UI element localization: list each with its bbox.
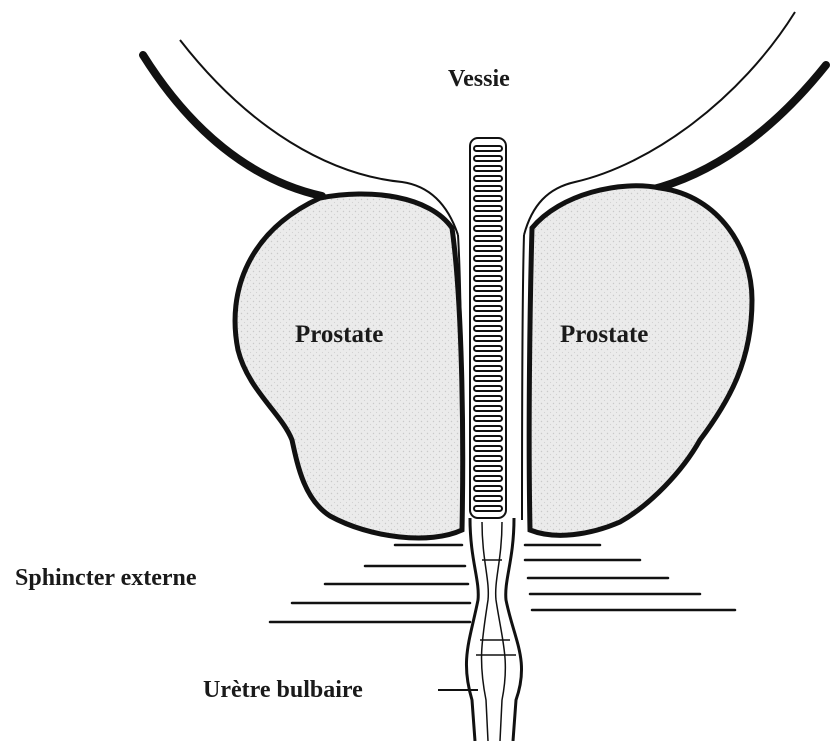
urethra-ring [474, 236, 502, 241]
urethra-ring [474, 206, 502, 211]
urethra-ring [474, 426, 502, 431]
urethra-ring [474, 266, 502, 271]
urethra-ring [474, 296, 502, 301]
urethra-ring [474, 416, 502, 421]
urethra-ring [474, 376, 502, 381]
urethra-ring [474, 186, 502, 191]
urethra-ring [474, 336, 502, 341]
label-external-sphincter: Sphincter externe [15, 565, 197, 591]
prostatic-urethra [470, 138, 506, 518]
urethra-ring [474, 256, 502, 261]
urethra-ring [474, 276, 502, 281]
urethra-ring [474, 346, 502, 351]
urethra-ring [474, 196, 502, 201]
bulbar-urethra [466, 518, 521, 741]
urethra-ring [474, 216, 502, 221]
urethra-ring [474, 456, 502, 461]
urethra-ring [474, 466, 502, 471]
label-prostate-right: Prostate [560, 321, 648, 348]
urethra-ring [474, 396, 502, 401]
urethra-ring [474, 146, 502, 151]
prostate-right-lobe [529, 186, 752, 535]
urethra-ring [474, 176, 502, 181]
urethra-ring [474, 316, 502, 321]
urethra-ring [474, 246, 502, 251]
urethra-ring [474, 476, 502, 481]
urethra-ring [474, 506, 502, 511]
prostate-left-lobe [235, 194, 463, 538]
urethra-ring [474, 166, 502, 171]
label-bulbar-urethra: Urètre bulbaire [203, 677, 363, 703]
urethra-ring [474, 436, 502, 441]
urethra-ring [474, 306, 502, 311]
urethra-lining [458, 235, 524, 520]
urethra-ring [474, 286, 502, 291]
urethra-ring [474, 496, 502, 501]
urethra-ring [474, 356, 502, 361]
urethra-ring [474, 446, 502, 451]
urethra-ring [474, 406, 502, 411]
external-sphincter-lines [270, 545, 735, 622]
urethra-ring [474, 226, 502, 231]
urethra-ring [474, 486, 502, 491]
urethra-ring [474, 326, 502, 331]
urethra-ring [474, 366, 502, 371]
urethra-ring [474, 156, 502, 161]
label-bladder: Vessie [448, 66, 510, 92]
label-prostate-left: Prostate [295, 321, 383, 348]
urethra-ring [474, 386, 502, 391]
